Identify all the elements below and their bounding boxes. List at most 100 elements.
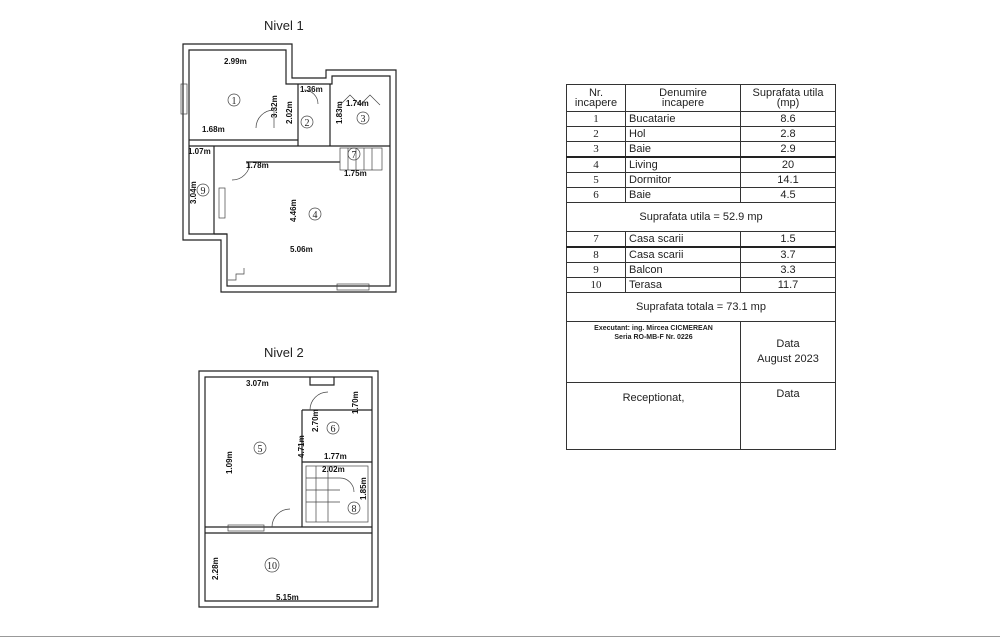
cell-name: Casa scarii <box>625 231 741 248</box>
stair-curve <box>339 477 355 493</box>
header-area: Suprafata utila (mp) <box>740 84 836 112</box>
room-number: 10 <box>267 561 277 572</box>
table-header-row: Nr. incapere Denumire incapere Suprafata… <box>566 84 836 112</box>
cell-name: Balcon <box>625 262 741 278</box>
room-number: 7 <box>352 150 357 161</box>
dim-label: 4.46m <box>289 199 298 222</box>
dim-label: 2.02m <box>285 101 294 124</box>
total-row: Suprafata totala = 73.1 mp <box>566 292 836 322</box>
cell-nr: 2 <box>566 126 626 142</box>
dim-label: 1.68m <box>202 125 225 134</box>
room-marker <box>300 115 314 129</box>
cell-area: 3.7 <box>740 246 836 263</box>
room-marker <box>347 501 361 515</box>
dim-label: 1.85m <box>359 477 368 500</box>
room-marker <box>356 111 370 125</box>
window <box>227 524 265 532</box>
cell-area: 3.3 <box>740 262 836 278</box>
header-area-text: Suprafata utila (mp) <box>752 87 824 109</box>
dim-label: 3.04m <box>189 181 198 204</box>
cell-area: 2.8 <box>740 126 836 142</box>
room-number: 1 <box>232 96 237 107</box>
level1-outer-wall <box>182 43 397 293</box>
room-marker <box>196 183 210 197</box>
room-number: 4 <box>313 210 318 221</box>
bottom-divider <box>0 636 1000 637</box>
cell-name: Baie <box>625 187 741 203</box>
room-area-table: Nr. incapere Denumire incapere Suprafata… <box>566 84 836 450</box>
cell-nr: 1 <box>566 111 626 127</box>
cell-nr: 3 <box>566 141 626 158</box>
dim-label: 1.78m <box>246 161 269 170</box>
door-arc <box>255 109 275 129</box>
table-row: 10 Terasa 11.7 <box>566 277 836 293</box>
window <box>336 283 370 291</box>
reception-row: Receptionat, Data <box>566 382 836 450</box>
cell-area: 14.1 <box>740 172 836 188</box>
date-cell: Data August 2023 <box>740 321 836 383</box>
dim-label: 2.28m <box>211 557 220 580</box>
dim-label: 1.83m <box>335 101 344 124</box>
table-row: 7 Casa scarii 1.5 <box>566 231 836 248</box>
cell-nr: 6 <box>566 187 626 203</box>
total-text: Suprafata totala = 73.1 mp <box>566 292 836 322</box>
cell-area: 8.6 <box>740 111 836 127</box>
cell-area: 11.7 <box>740 277 836 293</box>
room-number: 6 <box>331 424 336 435</box>
cell-nr: 8 <box>566 246 626 263</box>
signature-row: Executant: ing. Mircea CICMEREAN Seria R… <box>566 321 836 383</box>
door-arc <box>271 508 291 528</box>
door-arc <box>309 391 329 411</box>
door-arc <box>231 161 251 181</box>
dim-label: 3.07m <box>246 379 269 388</box>
subtotal-row: Suprafata utila = 52.9 mp <box>566 202 836 232</box>
cell-area: 1.5 <box>740 231 836 248</box>
subtotal-text: Suprafata utila = 52.9 mp <box>566 202 836 232</box>
table-row: 3 Baie 2.9 <box>566 141 836 158</box>
dim-label: 1.74m <box>346 99 369 108</box>
table-row: 1 Bucatarie 8.6 <box>566 111 836 127</box>
executant-name: Executant: ing. Mircea CICMEREAN <box>594 325 713 332</box>
room-marker <box>227 93 241 107</box>
dim-label: 5.06m <box>290 245 313 254</box>
level2-wall <box>309 377 335 386</box>
reception-date-cell: Data <box>740 382 836 450</box>
cell-name: Bucatarie <box>625 111 741 127</box>
cell-nr: 4 <box>566 156 626 173</box>
table-row: 4 Living 20 <box>566 156 836 173</box>
room-number: 8 <box>352 504 357 515</box>
room-marker <box>326 421 340 435</box>
header-name: Denumire incapere <box>625 84 741 112</box>
cell-nr: 9 <box>566 262 626 278</box>
table-row: 6 Baie 4.5 <box>566 187 836 203</box>
cell-area: 2.9 <box>740 141 836 158</box>
table-row: 2 Hol 2.8 <box>566 126 836 142</box>
cell-nr: 7 <box>566 231 626 248</box>
dim-label: 1.70m <box>351 391 360 414</box>
room-marker <box>253 441 267 455</box>
header-nr: Nr. incapere <box>566 84 626 112</box>
dim-label: 5.15m <box>276 593 299 602</box>
cell-name: Casa scarii <box>625 246 741 263</box>
table-row: 8 Casa scarii 3.7 <box>566 246 836 263</box>
room-marker <box>308 207 322 221</box>
room-number: 2 <box>305 118 310 129</box>
room-number: 9 <box>201 186 206 197</box>
level2-stairs <box>305 465 369 523</box>
dim-label: 4.71m <box>297 435 306 458</box>
table-row: 5 Dormitor 14.1 <box>566 172 836 188</box>
receptionat-cell: Receptionat, <box>566 382 741 450</box>
dim-label: 1.75m <box>344 169 367 178</box>
date-label: Data <box>776 338 800 350</box>
steps <box>228 268 245 281</box>
level1-plan: 2.99m 1.36m 1.74m 3.32m 2.02m 1.83m 1.68… <box>180 43 397 293</box>
dim-label: 1.36m <box>300 85 323 94</box>
dim-label: 1.77m <box>324 452 347 461</box>
header-nr-text: Nr. incapere <box>574 87 618 109</box>
dim-label: 1.09m <box>225 451 234 474</box>
executant-cell: Executant: ing. Mircea CICMEREAN Seria R… <box>566 321 741 383</box>
cell-name: Baie <box>625 141 741 158</box>
cell-name: Dormitor <box>625 172 741 188</box>
dim-label: 2.70m <box>311 409 320 432</box>
level1-stairs <box>339 147 383 171</box>
